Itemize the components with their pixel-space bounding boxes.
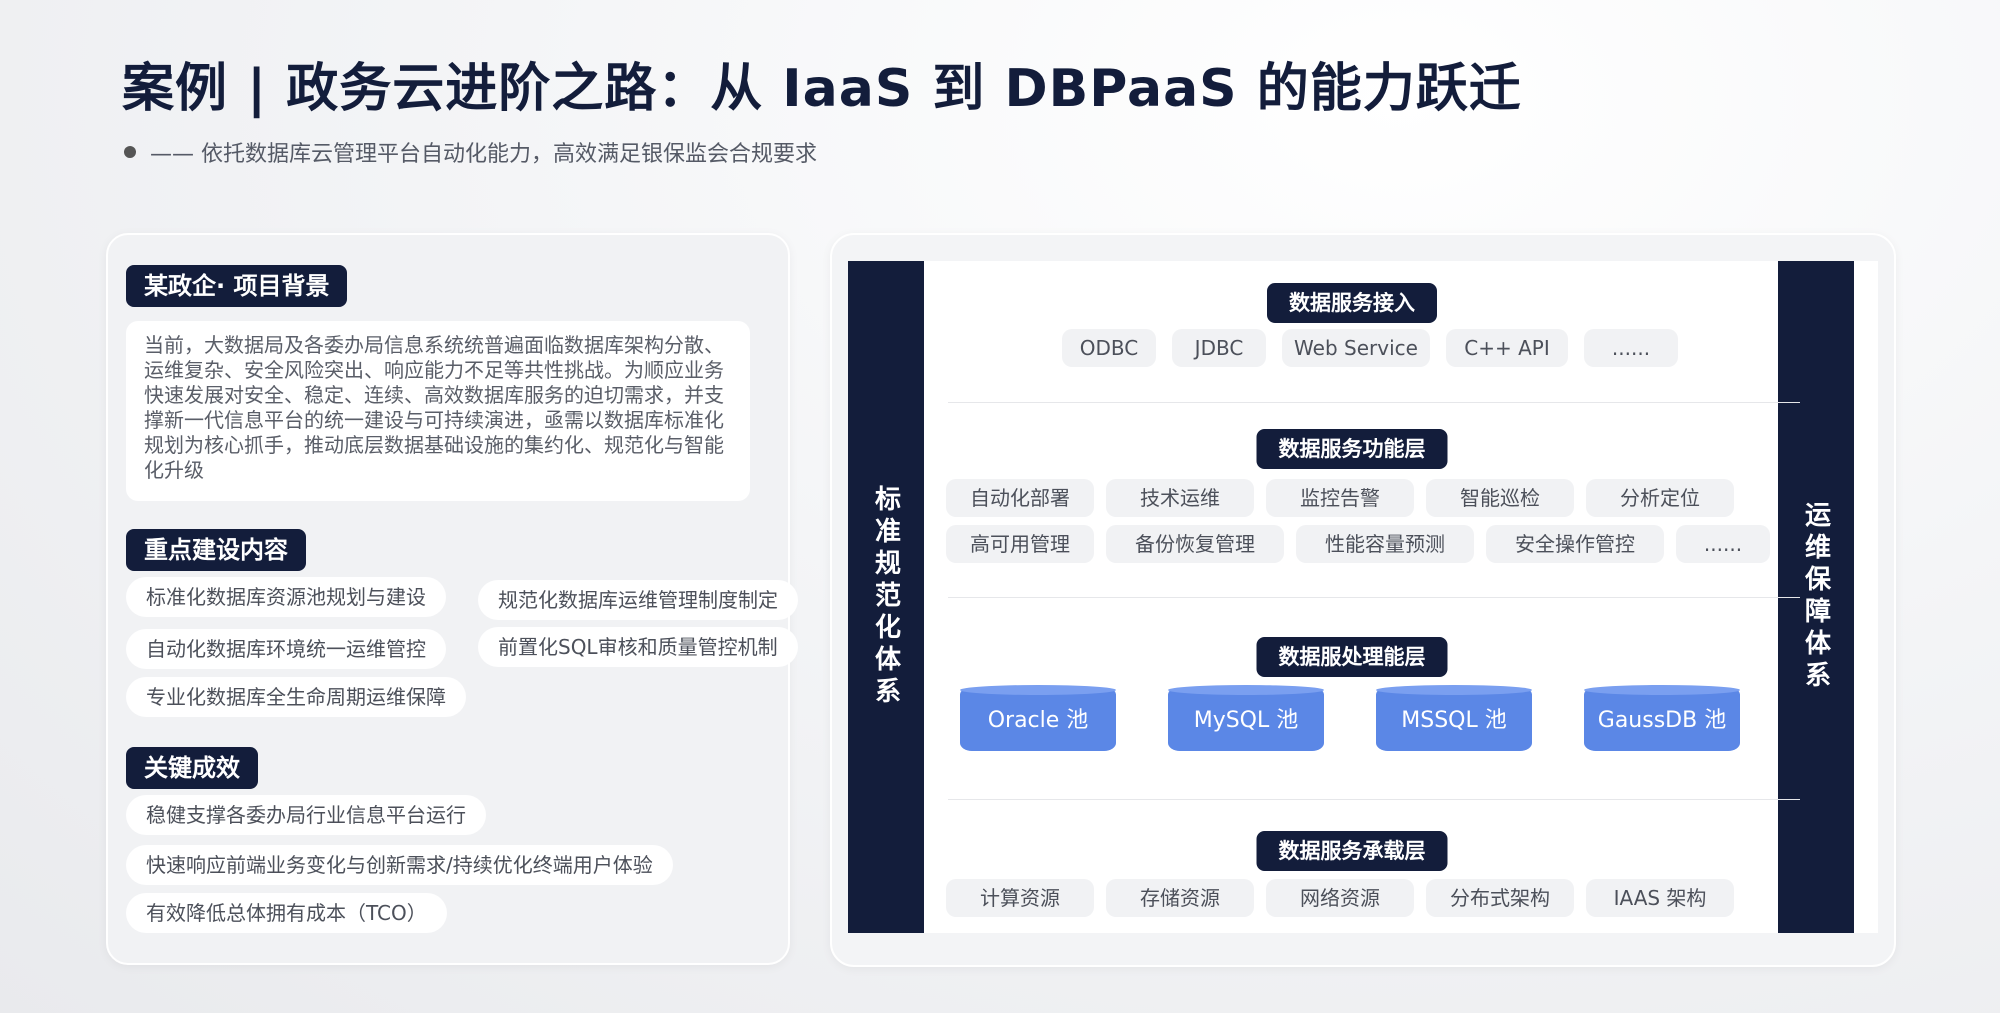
pool-label: Oracle 池 bbox=[987, 708, 1089, 733]
access-layer-title: 数据服务接入 bbox=[1267, 283, 1437, 323]
page-subtitle: —— 依托数据库云管理平台自动化能力，高效满足银保监会合规要求 bbox=[124, 136, 817, 168]
mysql-pool: MySQL 池 bbox=[1168, 685, 1324, 755]
function-item: 备份恢复管理 bbox=[1106, 525, 1284, 563]
key-content-section-tag: 重点建设内容 bbox=[126, 529, 306, 571]
key-item: 规范化数据库运维管理制度制定 bbox=[478, 580, 798, 620]
result-item: 快速响应前端业务变化与创新需求/持续优化终端用户体验 bbox=[126, 845, 673, 885]
access-item: ODBC bbox=[1062, 329, 1156, 367]
function-item: 技术运维 bbox=[1106, 479, 1254, 517]
processing-layer-title: 数据服处理能层 bbox=[1256, 637, 1448, 677]
ops-assurance-label: 运维保障体系 bbox=[1800, 501, 1831, 693]
function-item: ...... bbox=[1676, 525, 1770, 563]
function-item: 分析定位 bbox=[1586, 479, 1734, 517]
bearing-item: IAAS 架构 bbox=[1586, 879, 1734, 917]
subtitle-text: —— 依托数据库云管理平台自动化能力，高效满足银保监会合规要求 bbox=[150, 142, 817, 167]
result-item: 稳健支撑各委办局行业信息平台运行 bbox=[126, 795, 486, 835]
bearing-item: 存储资源 bbox=[1106, 879, 1254, 917]
layer-divider bbox=[948, 597, 1800, 598]
gaussdb-pool: GaussDB 池 bbox=[1584, 685, 1740, 755]
access-item: Web Service bbox=[1282, 329, 1430, 367]
layer-divider bbox=[948, 402, 1800, 403]
bearing-item: 分布式架构 bbox=[1426, 879, 1574, 917]
function-item: 监控告警 bbox=[1266, 479, 1414, 517]
access-item: JDBC bbox=[1172, 329, 1266, 367]
standards-system-label: 标准规范化体系 bbox=[870, 485, 901, 709]
key-item: 自动化数据库环境统一运维管控 bbox=[126, 629, 446, 669]
bullet-dot-icon bbox=[124, 146, 136, 158]
mssql-pool: MSSQL 池 bbox=[1376, 685, 1532, 755]
function-layer-title: 数据服务功能层 bbox=[1256, 429, 1448, 469]
oracle-pool: Oracle 池 bbox=[960, 685, 1116, 755]
architecture-diagram: 标准规范化体系 运维保障体系 数据服务接入 ODBC JDBC Web Serv… bbox=[848, 261, 1878, 933]
background-section-tag: 某政企· 项目背景 bbox=[126, 265, 348, 307]
standards-system-bar: 标准规范化体系 bbox=[848, 261, 924, 933]
key-item: 前置化SQL审核和质量管控机制 bbox=[478, 627, 798, 667]
function-item: 安全操作管控 bbox=[1486, 525, 1664, 563]
function-item: 高可用管理 bbox=[946, 525, 1094, 563]
layer-divider bbox=[948, 799, 1800, 800]
access-item: ...... bbox=[1584, 329, 1678, 367]
pool-label: MySQL 池 bbox=[1193, 708, 1299, 733]
key-item: 标准化数据库资源池规划与建设 bbox=[126, 577, 446, 617]
page-title: 案例 | 政务云进阶之路：从 IaaS 到 DBPaaS 的能力跃迁 bbox=[122, 59, 1522, 119]
pool-label: MSSQL 池 bbox=[1401, 708, 1507, 733]
bearing-item: 计算资源 bbox=[946, 879, 1094, 917]
results-section-tag: 关键成效 bbox=[126, 747, 258, 789]
function-item: 自动化部署 bbox=[946, 479, 1094, 517]
result-item: 有效降低总体拥有成本（TCO） bbox=[126, 893, 447, 933]
bearing-item: 网络资源 bbox=[1266, 879, 1414, 917]
background-text-card: 当前，大数据局及各委办局信息系统统普遍面临数据库架构分散、运维复杂、安全风险突出… bbox=[126, 321, 750, 501]
access-item: C++ API bbox=[1446, 329, 1568, 367]
function-item: 智能巡检 bbox=[1426, 479, 1574, 517]
pool-label: GaussDB 池 bbox=[1597, 708, 1727, 733]
project-background-panel: 某政企· 项目背景 当前，大数据局及各委办局信息系统统普遍面临数据库架构分散、运… bbox=[106, 233, 798, 965]
bearing-layer-title: 数据服务承载层 bbox=[1256, 831, 1448, 871]
architecture-panel: 标准规范化体系 运维保障体系 数据服务接入 ODBC JDBC Web Serv… bbox=[830, 233, 1896, 967]
function-item: 性能容量预测 bbox=[1296, 525, 1474, 563]
key-item: 专业化数据库全生命周期运维保障 bbox=[126, 677, 466, 717]
